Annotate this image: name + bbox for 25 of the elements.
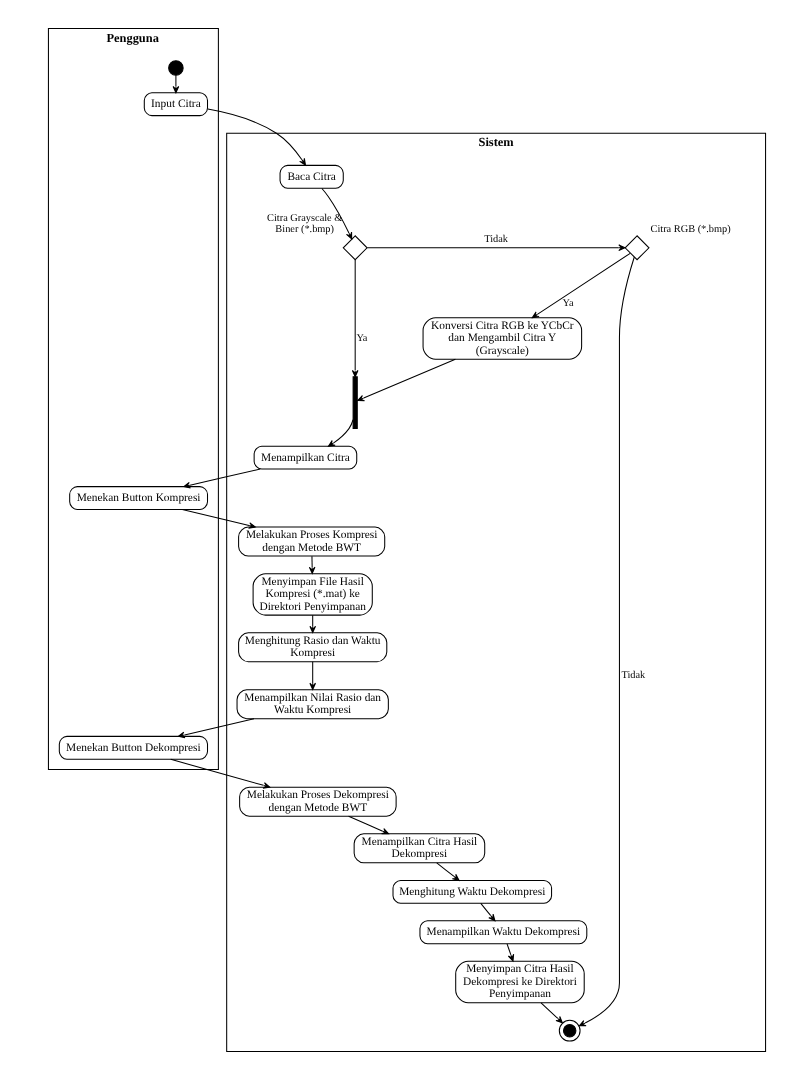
arrow xyxy=(206,108,305,166)
arrow xyxy=(435,862,459,881)
arrow xyxy=(365,244,625,252)
arrow xyxy=(308,661,315,690)
arrow xyxy=(479,902,495,922)
arrow xyxy=(308,614,315,634)
arrow xyxy=(182,468,260,489)
arrow xyxy=(347,815,388,835)
arrow xyxy=(539,1002,562,1024)
node-diamond xyxy=(341,235,367,261)
arrow xyxy=(326,419,353,447)
arrow xyxy=(171,74,179,94)
arrow xyxy=(505,943,514,962)
node-bar xyxy=(351,376,357,430)
node-diamond xyxy=(623,235,649,261)
arrow xyxy=(307,555,315,574)
arrow xyxy=(350,259,358,378)
arrow xyxy=(169,758,270,789)
arrow xyxy=(530,252,630,319)
node-circle xyxy=(167,60,183,76)
arrow xyxy=(176,718,254,739)
arrow xyxy=(356,358,455,402)
arrow xyxy=(577,256,634,1027)
arrow xyxy=(320,188,352,240)
arrow xyxy=(180,509,255,529)
